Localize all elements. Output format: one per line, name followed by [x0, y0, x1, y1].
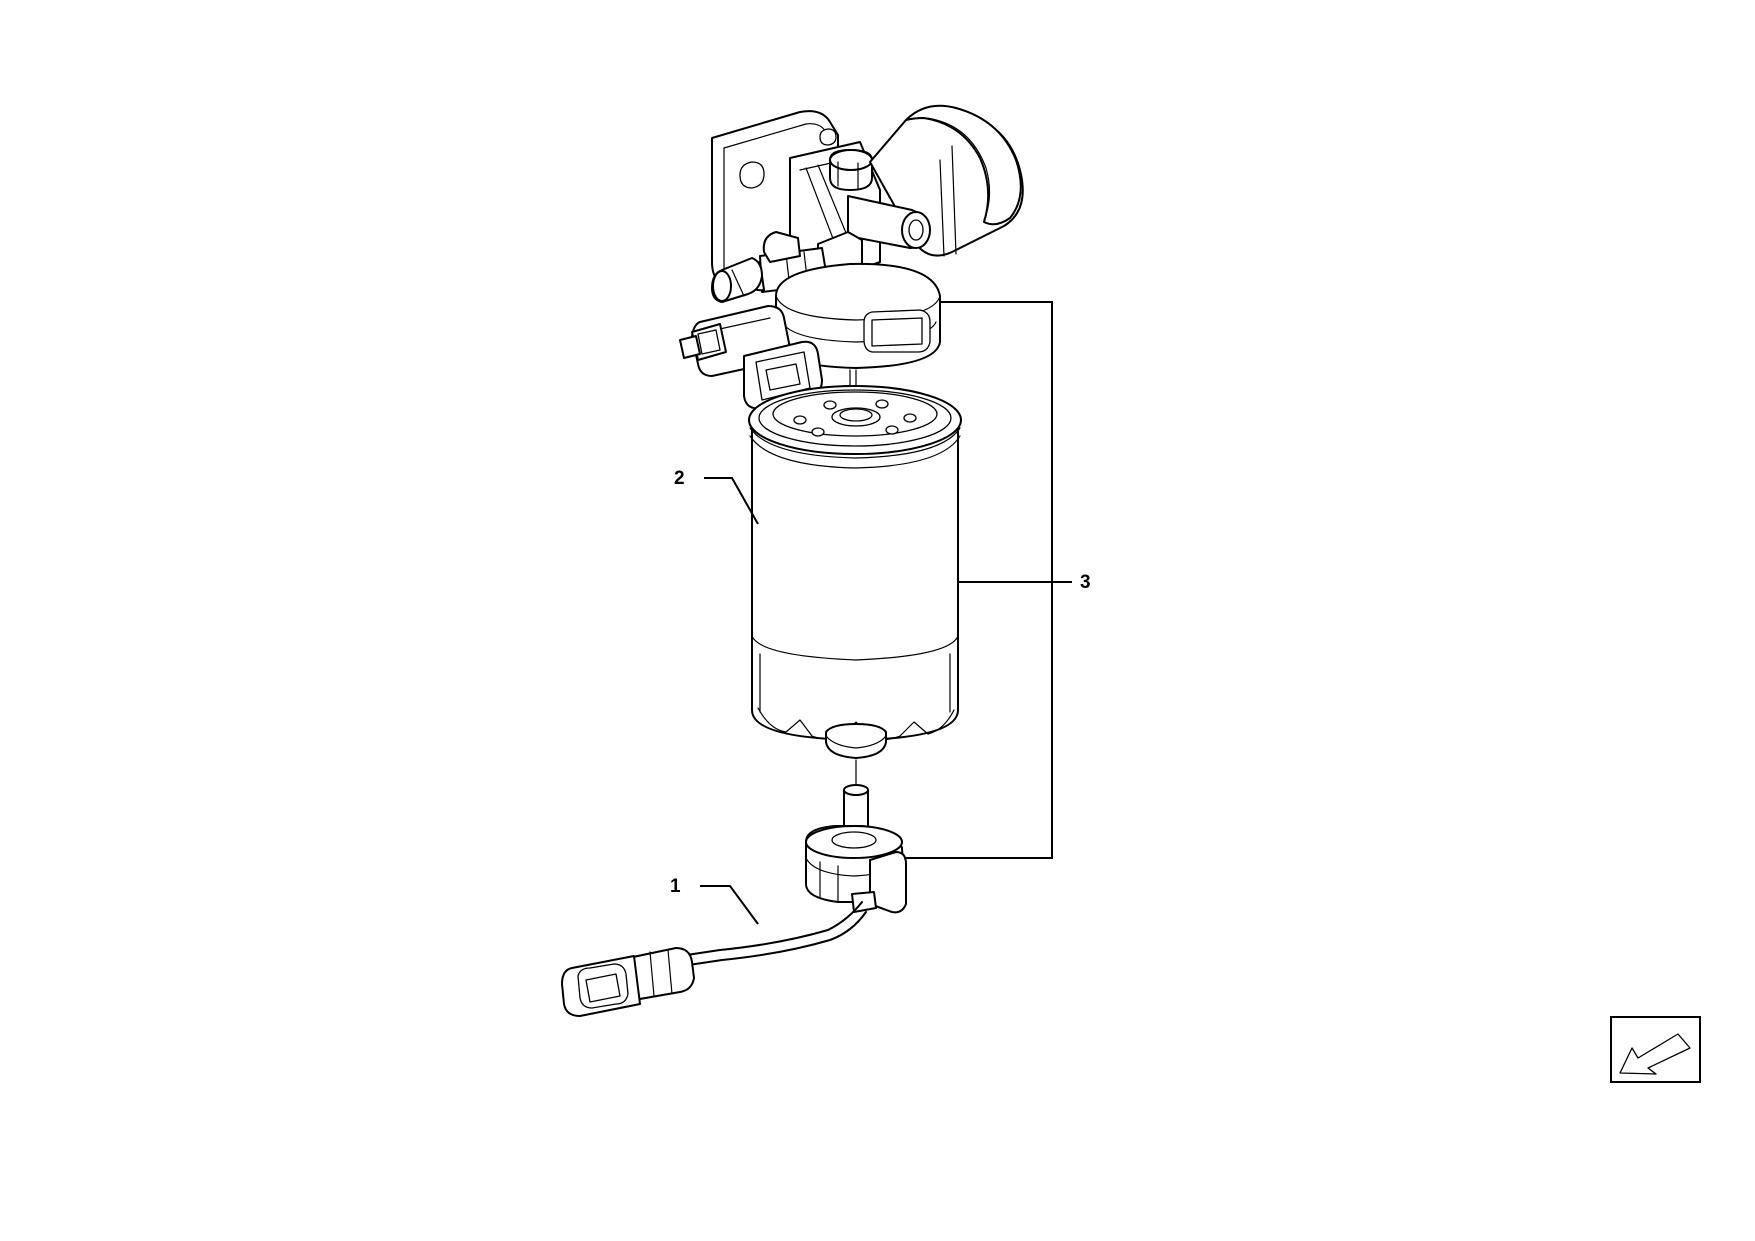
filter-head-assembly[interactable] — [679, 104, 1024, 410]
callout-leader-1 — [700, 885, 759, 925]
arrow-down-left-icon[interactable] — [1610, 1016, 1701, 1083]
water-in-fuel-sensor[interactable] — [561, 759, 907, 1017]
callout-leader-3 — [904, 301, 1072, 859]
filter-cartridge[interactable] — [748, 385, 962, 759]
callout-label-2: 2 — [674, 468, 685, 489]
callout-label-3: 3 — [1080, 572, 1091, 593]
callout-label-1: 1 — [670, 876, 681, 897]
callout-leader-2 — [704, 477, 759, 525]
